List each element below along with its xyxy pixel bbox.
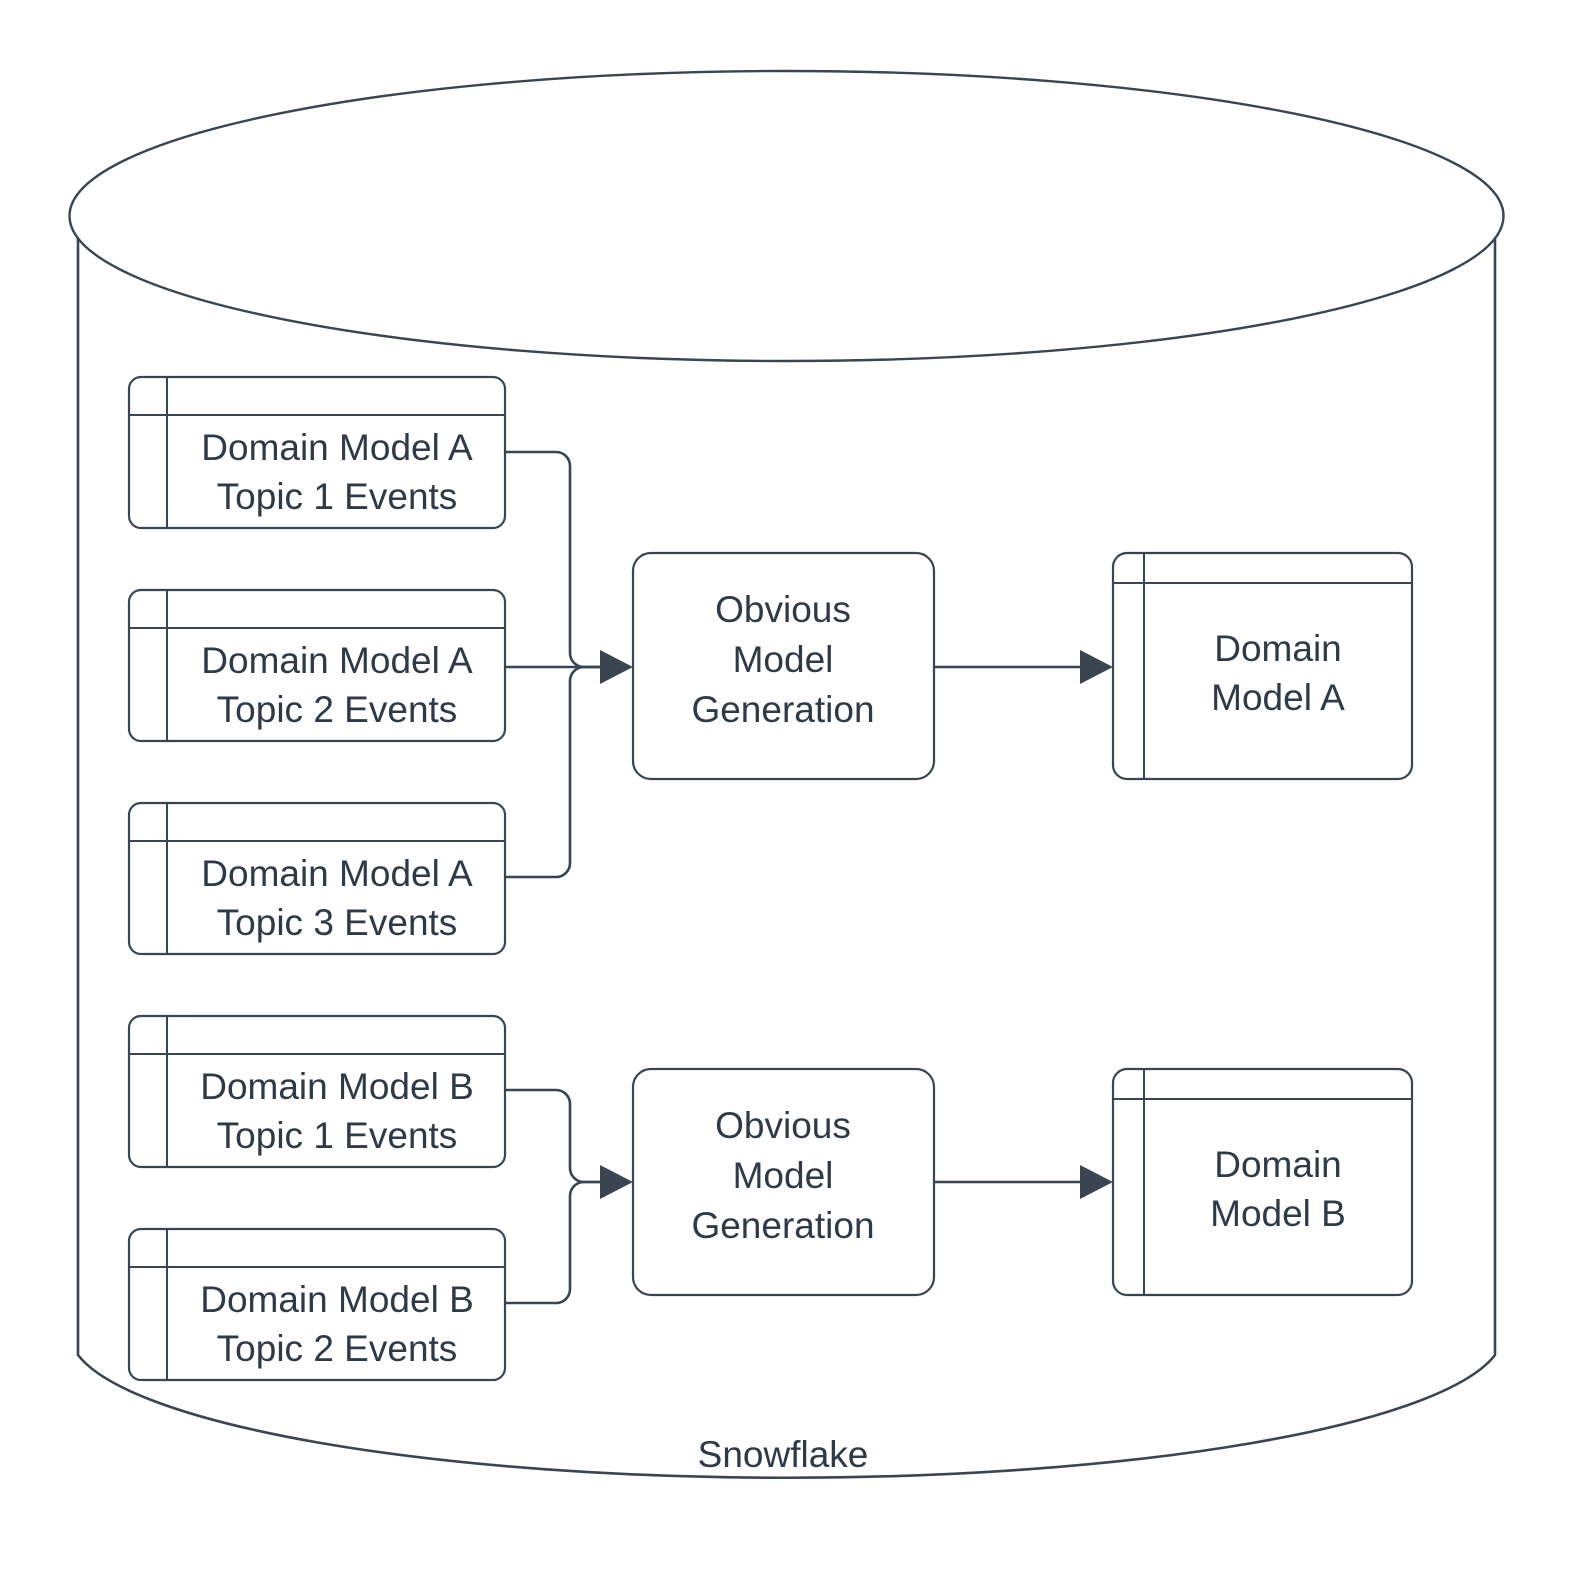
connector-a3-to-process bbox=[505, 665, 600, 879]
process-box-b-line1: Obvious bbox=[715, 1105, 851, 1146]
source-table-a1-line1: Domain Model A bbox=[201, 427, 473, 468]
output-table-b[interactable]: Domain Model B bbox=[1111, 1067, 1414, 1297]
output-table-b-line1: Domain bbox=[1214, 1144, 1342, 1185]
source-table-b2-line1: Domain Model B bbox=[200, 1279, 474, 1320]
snowflake-container-label: Snowflake bbox=[698, 1434, 869, 1475]
process-box-b[interactable]: Obvious Model Generation bbox=[631, 1067, 936, 1297]
output-table-a[interactable]: Domain Model A bbox=[1111, 551, 1414, 781]
process-box-a-line1: Obvious bbox=[715, 589, 851, 630]
output-table-b-line2: Model B bbox=[1210, 1193, 1346, 1234]
connector-process-a-to-output bbox=[934, 650, 1113, 684]
output-table-a-line2: Model A bbox=[1211, 677, 1345, 718]
source-table-a2-line2: Topic 2 Events bbox=[217, 689, 458, 730]
arrowhead-into-output-a bbox=[1080, 650, 1113, 684]
source-table-a3-line1: Domain Model A bbox=[201, 853, 473, 894]
source-table-b2-line2: Topic 2 Events bbox=[217, 1328, 458, 1369]
cylinder-top-ellipse bbox=[68, 69, 1505, 363]
connector-b1-to-process bbox=[505, 1088, 600, 1184]
process-box-b-line2: Model bbox=[733, 1155, 834, 1196]
source-table-a1-line2: Topic 1 Events bbox=[217, 476, 458, 517]
source-table-a2[interactable]: Domain Model A Topic 2 Events bbox=[127, 588, 507, 743]
source-table-a2-line1: Domain Model A bbox=[201, 640, 473, 681]
table-outline bbox=[1111, 551, 1414, 781]
arrowhead-into-output-b bbox=[1080, 1165, 1113, 1199]
source-table-a3[interactable]: Domain Model A Topic 3 Events bbox=[127, 801, 507, 956]
connector-process-b-to-output bbox=[934, 1165, 1113, 1199]
source-table-b1-line1: Domain Model B bbox=[200, 1066, 474, 1107]
table-outline bbox=[1111, 1067, 1414, 1297]
source-table-b2[interactable]: Domain Model B Topic 2 Events bbox=[127, 1227, 507, 1382]
arrowhead-into-process-a bbox=[600, 650, 633, 684]
source-table-b1[interactable]: Domain Model B Topic 1 Events bbox=[127, 1014, 507, 1169]
source-table-a1[interactable]: Domain Model A Topic 1 Events bbox=[127, 375, 507, 530]
connector-b2-to-process bbox=[505, 1180, 600, 1305]
source-table-b1-line2: Topic 1 Events bbox=[217, 1115, 458, 1156]
process-box-a-line3: Generation bbox=[691, 689, 874, 730]
process-box-b-line3: Generation bbox=[691, 1205, 874, 1246]
source-table-a3-line2: Topic 3 Events bbox=[217, 902, 458, 943]
process-box-a[interactable]: Obvious Model Generation bbox=[631, 551, 936, 781]
process-box-a-line2: Model bbox=[733, 639, 834, 680]
output-table-a-line1: Domain bbox=[1214, 628, 1342, 669]
arrowhead-into-process-b bbox=[600, 1165, 633, 1199]
